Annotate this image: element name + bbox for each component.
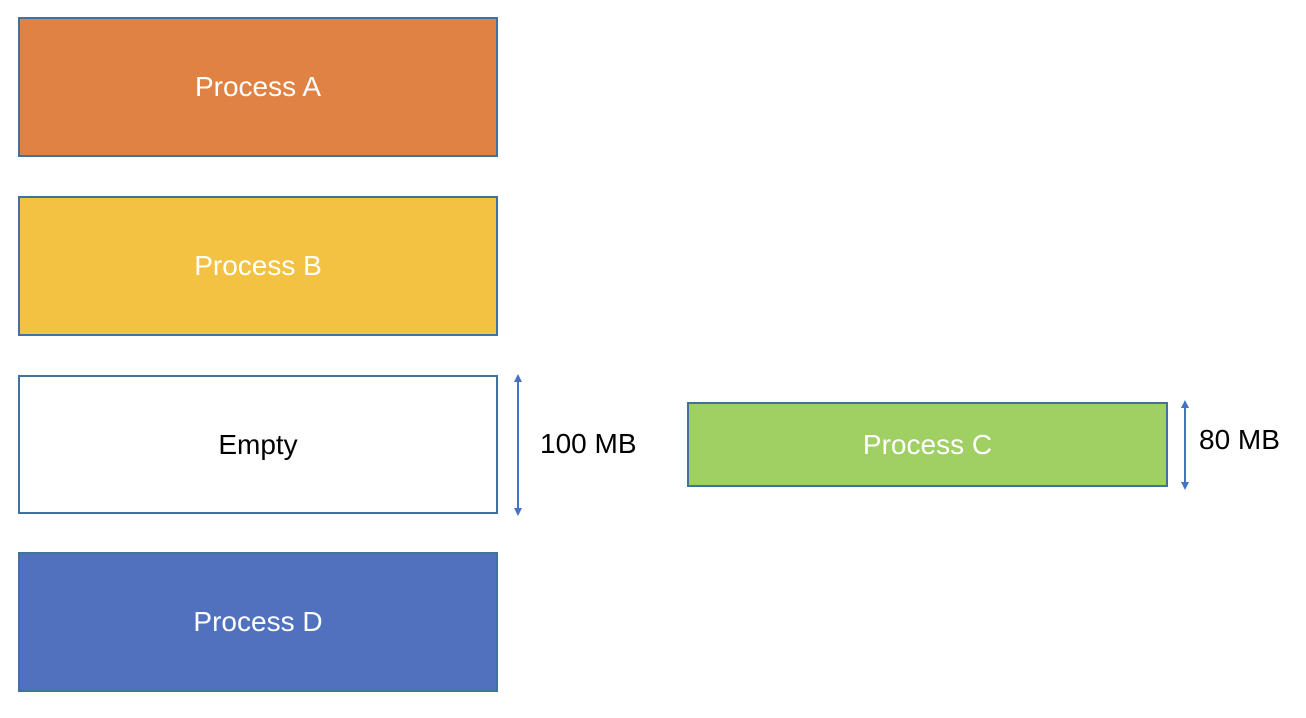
process-c-size-label: 80 MB: [1199, 424, 1280, 455]
empty-label: Empty: [218, 428, 298, 460]
empty-size-label: 100 MB: [540, 428, 637, 459]
empty-size-arrow-icon: [514, 374, 522, 516]
process-c-block: Process C: [687, 402, 1168, 487]
process-d-block: Process D: [18, 552, 498, 692]
process-a-label: Process A: [194, 71, 322, 102]
process-d-label: Process D: [193, 606, 323, 637]
process-b-label: Process B: [194, 250, 322, 281]
empty-block: Empty: [18, 375, 498, 514]
process-c-size-arrow-icon: [1181, 400, 1189, 490]
process-a-block: Process A: [18, 17, 498, 157]
process-c-label: Process C: [862, 428, 993, 460]
process-b-block: Process B: [18, 196, 498, 336]
